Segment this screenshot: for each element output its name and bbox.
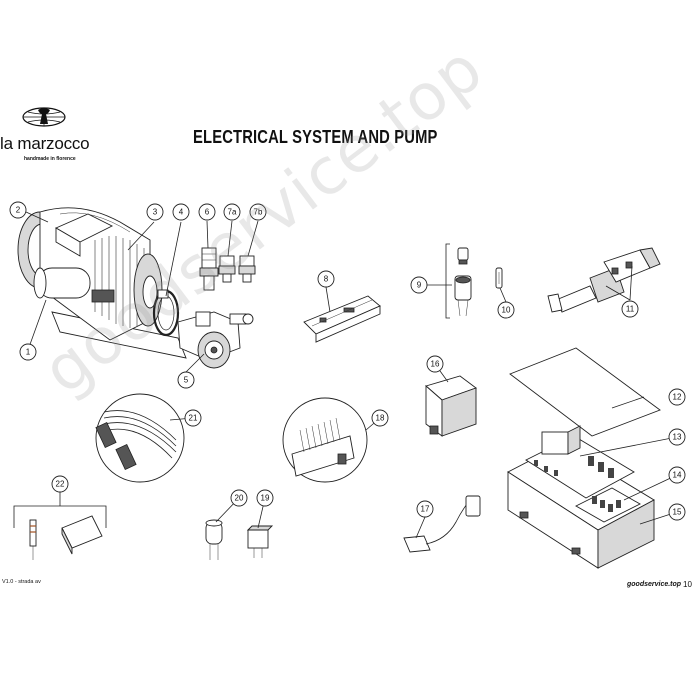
callout-21: 21 [184, 409, 202, 427]
callout-20: 20 [230, 489, 248, 507]
callout-14: 14 [668, 466, 686, 484]
svg-text:6: 6 [205, 208, 210, 217]
capacitor-and-choke [205, 519, 274, 560]
brand-tagline: handmade in florence [24, 156, 76, 162]
page-number: 10 [683, 580, 692, 589]
callout-11: 11 [621, 300, 639, 318]
svg-text:2: 2 [16, 206, 21, 215]
document-version: V1.0 - strada av [2, 579, 41, 585]
callout-18: 18 [371, 409, 389, 427]
callout-13: 13 [668, 428, 686, 446]
svg-text:4: 4 [179, 208, 184, 217]
callout-2: 2 [9, 201, 27, 219]
callout-5: 5 [177, 371, 195, 389]
svg-text:22: 22 [56, 480, 65, 489]
svg-text:19: 19 [261, 494, 270, 503]
flat-ribbon-cable [95, 393, 185, 483]
callout-8: 8 [317, 270, 335, 288]
callout-19: 19 [256, 489, 274, 507]
brand-name: la marzocco [0, 134, 90, 153]
svg-text:11: 11 [626, 305, 635, 314]
callout-9: 9 [410, 276, 428, 294]
la-marzocco-logo [22, 107, 66, 127]
relay-unit [425, 375, 477, 437]
svg-text:14: 14 [673, 471, 682, 480]
callout-3: 3 [146, 203, 164, 221]
pump-motor-assembly [17, 207, 187, 359]
callout-7b: 7b [249, 203, 267, 221]
pump-head [177, 311, 254, 369]
fuse-holder [445, 243, 503, 319]
svg-text:17: 17 [421, 505, 430, 514]
svg-text:16: 16 [431, 360, 440, 369]
site-stamp: goodservice.top [627, 581, 682, 588]
pump-fittings [199, 247, 256, 291]
svg-text:1: 1 [26, 348, 31, 357]
callout-17: 17 [416, 500, 434, 518]
svg-text:8: 8 [324, 275, 329, 284]
svg-text:5: 5 [184, 376, 189, 385]
page-title: ELECTRICAL SYSTEM AND PUMP [193, 127, 438, 147]
callout-4: 4 [172, 203, 190, 221]
solid-state-relay [13, 494, 107, 560]
callout-6: 6 [198, 203, 216, 221]
svg-text:18: 18 [376, 414, 385, 423]
svg-text:20: 20 [235, 494, 244, 503]
callout-22: 22 [51, 475, 69, 493]
svg-text:7b: 7b [254, 208, 263, 217]
svg-text:7a: 7a [228, 208, 237, 217]
svg-text:3: 3 [153, 208, 158, 217]
callout-12: 12 [668, 388, 686, 406]
ribbon-cable-connector [282, 397, 368, 483]
terminal-strip [303, 295, 381, 343]
svg-text:12: 12 [673, 393, 682, 402]
svg-text:13: 13 [673, 433, 682, 442]
callout-1: 1 [19, 343, 37, 361]
svg-text:9: 9 [417, 281, 422, 290]
callout-16: 16 [426, 355, 444, 373]
callout-10: 10 [497, 301, 515, 319]
control-box [507, 425, 655, 569]
level-sensor-cable [403, 495, 481, 553]
plug-connector-pair [547, 247, 661, 313]
callout-7a: 7a [223, 203, 241, 221]
svg-text:10: 10 [502, 306, 511, 315]
control-box-cover [509, 347, 661, 437]
svg-text:21: 21 [189, 414, 198, 423]
callout-15: 15 [668, 503, 686, 521]
svg-text:15: 15 [673, 508, 682, 517]
